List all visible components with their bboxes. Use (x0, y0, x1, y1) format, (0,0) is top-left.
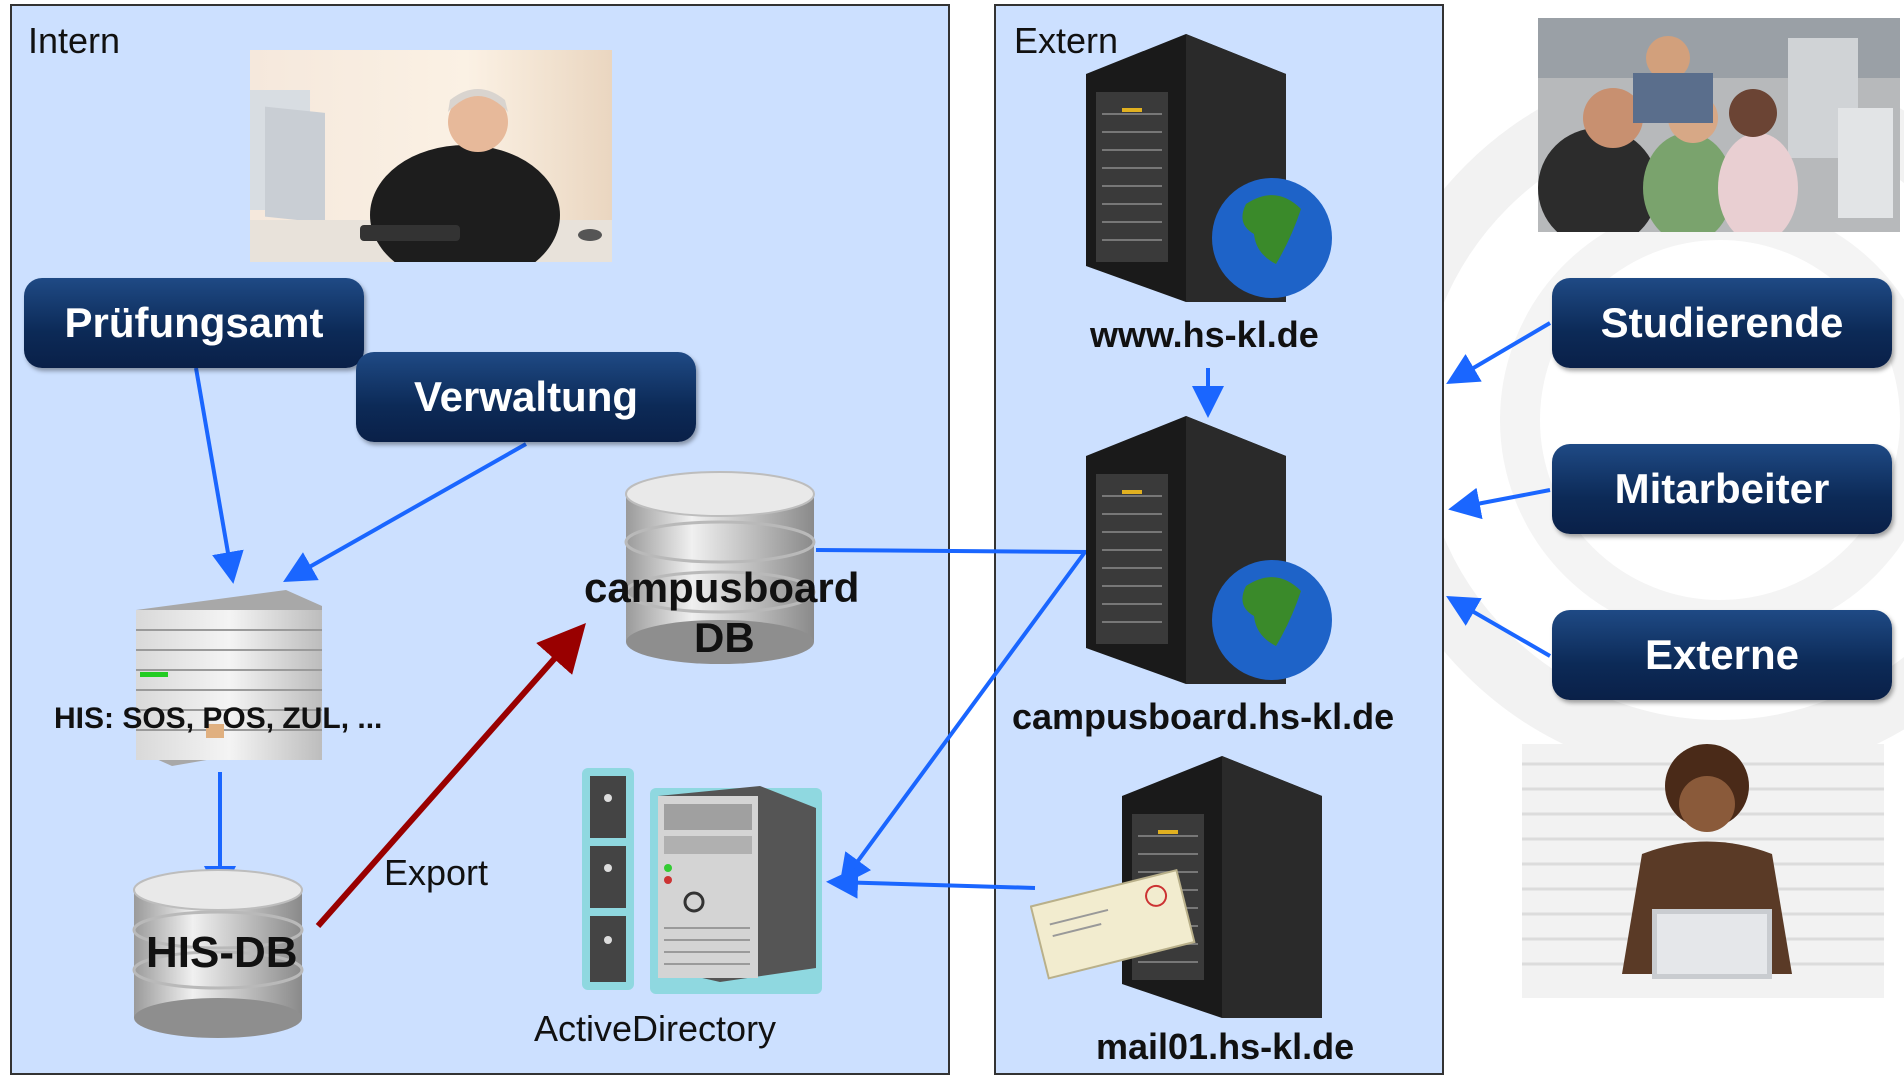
mitarbeiter-label: Mitarbeiter (1552, 444, 1892, 534)
arrow-mail-ad (826, 866, 1036, 899)
www-server-label: www.hs-kl.de (1090, 314, 1319, 355)
arrow-mitarbeiter (1448, 487, 1551, 520)
campusboard-db-icon (624, 471, 816, 664)
intern-title: Intern (28, 20, 121, 61)
mail-server-icon (1030, 756, 1322, 1018)
his-server-icon (136, 590, 322, 766)
mail-server-label: mail01.hs-kl.de (1096, 1026, 1355, 1067)
export-label: Export (384, 852, 489, 893)
his-db-icon (132, 869, 304, 1038)
his-db-label: HIS-DB (146, 928, 298, 977)
verwaltung-label: Verwaltung (356, 352, 696, 442)
arrow-pruefungsamt-his (194, 367, 244, 584)
arrow-verwaltung-his (283, 442, 527, 582)
campusboard-db-label-line1: campusboard (584, 564, 860, 611)
active-directory-label: ActiveDirectory (534, 1008, 777, 1049)
office-worker-photo (250, 50, 612, 262)
pruefungsamt-label: Prüfungsamt (24, 278, 364, 368)
arrow-campusboard-ad (815, 548, 1089, 887)
arrow-export (315, 623, 586, 928)
www-server-icon (1086, 34, 1332, 302)
campusboard-server-icon (1086, 416, 1332, 684)
active-directory-icon (582, 768, 822, 994)
arrow-studierende (1446, 321, 1552, 385)
students-photo (1538, 18, 1900, 232)
externe-label: Externe (1552, 610, 1892, 700)
campusboard-server-label: campusboard.hs-kl.de (1012, 696, 1395, 737)
arrow-externe (1446, 596, 1551, 658)
campusboard-db-label-line2: DB (694, 614, 755, 661)
extern-title: Extern (1014, 20, 1119, 61)
woman-laptop-photo (1522, 744, 1884, 998)
envelope-icon (1030, 868, 1196, 980)
studierende-label: Studierende (1552, 278, 1892, 368)
his-server-label: HIS: SOS, POS, ZUL, ... (54, 702, 383, 735)
